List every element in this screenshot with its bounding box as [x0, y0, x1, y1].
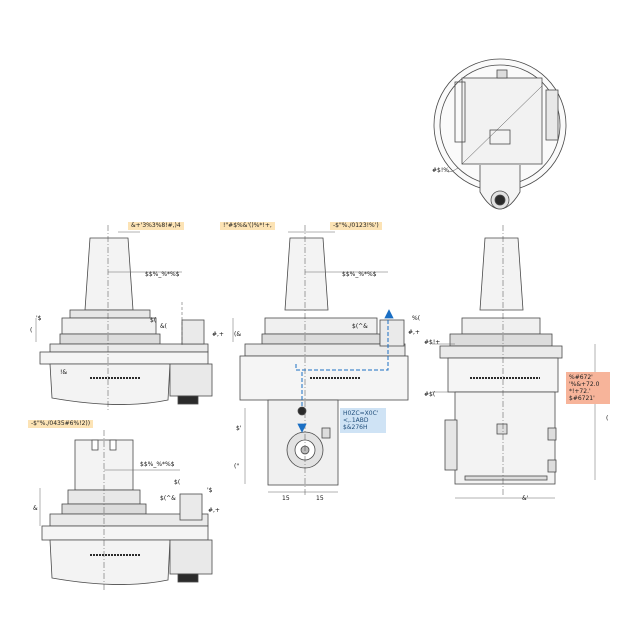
salmon-line-2: '%&+72.0 [569, 381, 600, 388]
dim-small-p: !& [60, 369, 67, 376]
dim-bottom-15-a: 15 [282, 495, 290, 502]
dim-small-r: #,+ [208, 507, 220, 514]
dim-small-m: (" [234, 463, 239, 470]
callout-left-top: &+'3%3%8!#,)4 [128, 222, 184, 230]
left-top-holder [39, 225, 213, 410]
dim-left-bottom-width: $$%_%*%$ [140, 461, 175, 468]
right-side-view [439, 225, 563, 495]
dim-left-top-width: $$%_%*%$ [145, 271, 180, 278]
dim-small-j: $( [174, 479, 180, 486]
dim-small-i: (& [234, 331, 241, 338]
dim-top-view: #$!% [432, 167, 449, 174]
dim-bottom-depth: &' [522, 495, 529, 502]
callout-blue-box: H0ZC=X0C' <,.1ABD $&276H [340, 408, 386, 433]
callout-mid-top-right: -$"%./0123!%') [330, 222, 382, 230]
blue-line-3: $&276H [343, 424, 368, 431]
dim-small-k: & [33, 505, 38, 512]
callout-salmon-box: %#672' '%&+72.0 *!+72.' $#6721' [566, 372, 610, 404]
dim-side-ref-2: #$( [424, 391, 435, 398]
dim-small-l: $(^& [160, 495, 176, 502]
salmon-line-4: $#6721' [569, 395, 595, 402]
blue-line-1: H0ZC=X0C' [343, 410, 379, 417]
dim-small-e: #,+ [212, 331, 224, 338]
dim-small-d: ( [30, 327, 32, 334]
dim-small-c: '$ [36, 315, 42, 322]
dim-small-q: ( [606, 415, 608, 422]
dim-mid-top-width: $$%_%*%$ [342, 271, 377, 278]
dim-small-f: $(^& [352, 323, 368, 330]
dim-side-ref-1: #$!+ [424, 339, 440, 346]
left-bottom-holder [41, 430, 213, 592]
dim-small-o: $' [236, 425, 242, 432]
dimension-labels: #$!% $$%_%*%$ $$%_%*%$ $$%_%*%$ #$!+ #$(… [30, 167, 608, 514]
dim-small-h: #,+ [408, 329, 420, 336]
callout-mid-top-left: !"#$%&'()%*!+, [220, 222, 275, 230]
dim-small-g: %( [412, 315, 420, 322]
dim-bottom-15-b: 15 [316, 495, 324, 502]
callout-left-bottom: -$"%./0435#6%!2)) [28, 420, 94, 428]
blue-line-2: <,.1ABD [343, 417, 369, 424]
dim-small-n: '$ [207, 487, 213, 494]
salmon-line-3: *!+72.' [569, 388, 591, 395]
dim-small-b: &( [160, 323, 167, 330]
salmon-line-1: %#672' [569, 374, 593, 381]
dimension-lines [35, 231, 596, 526]
middle-holder [239, 225, 409, 495]
top-view [433, 58, 567, 210]
dim-small-a: $( [150, 317, 156, 324]
